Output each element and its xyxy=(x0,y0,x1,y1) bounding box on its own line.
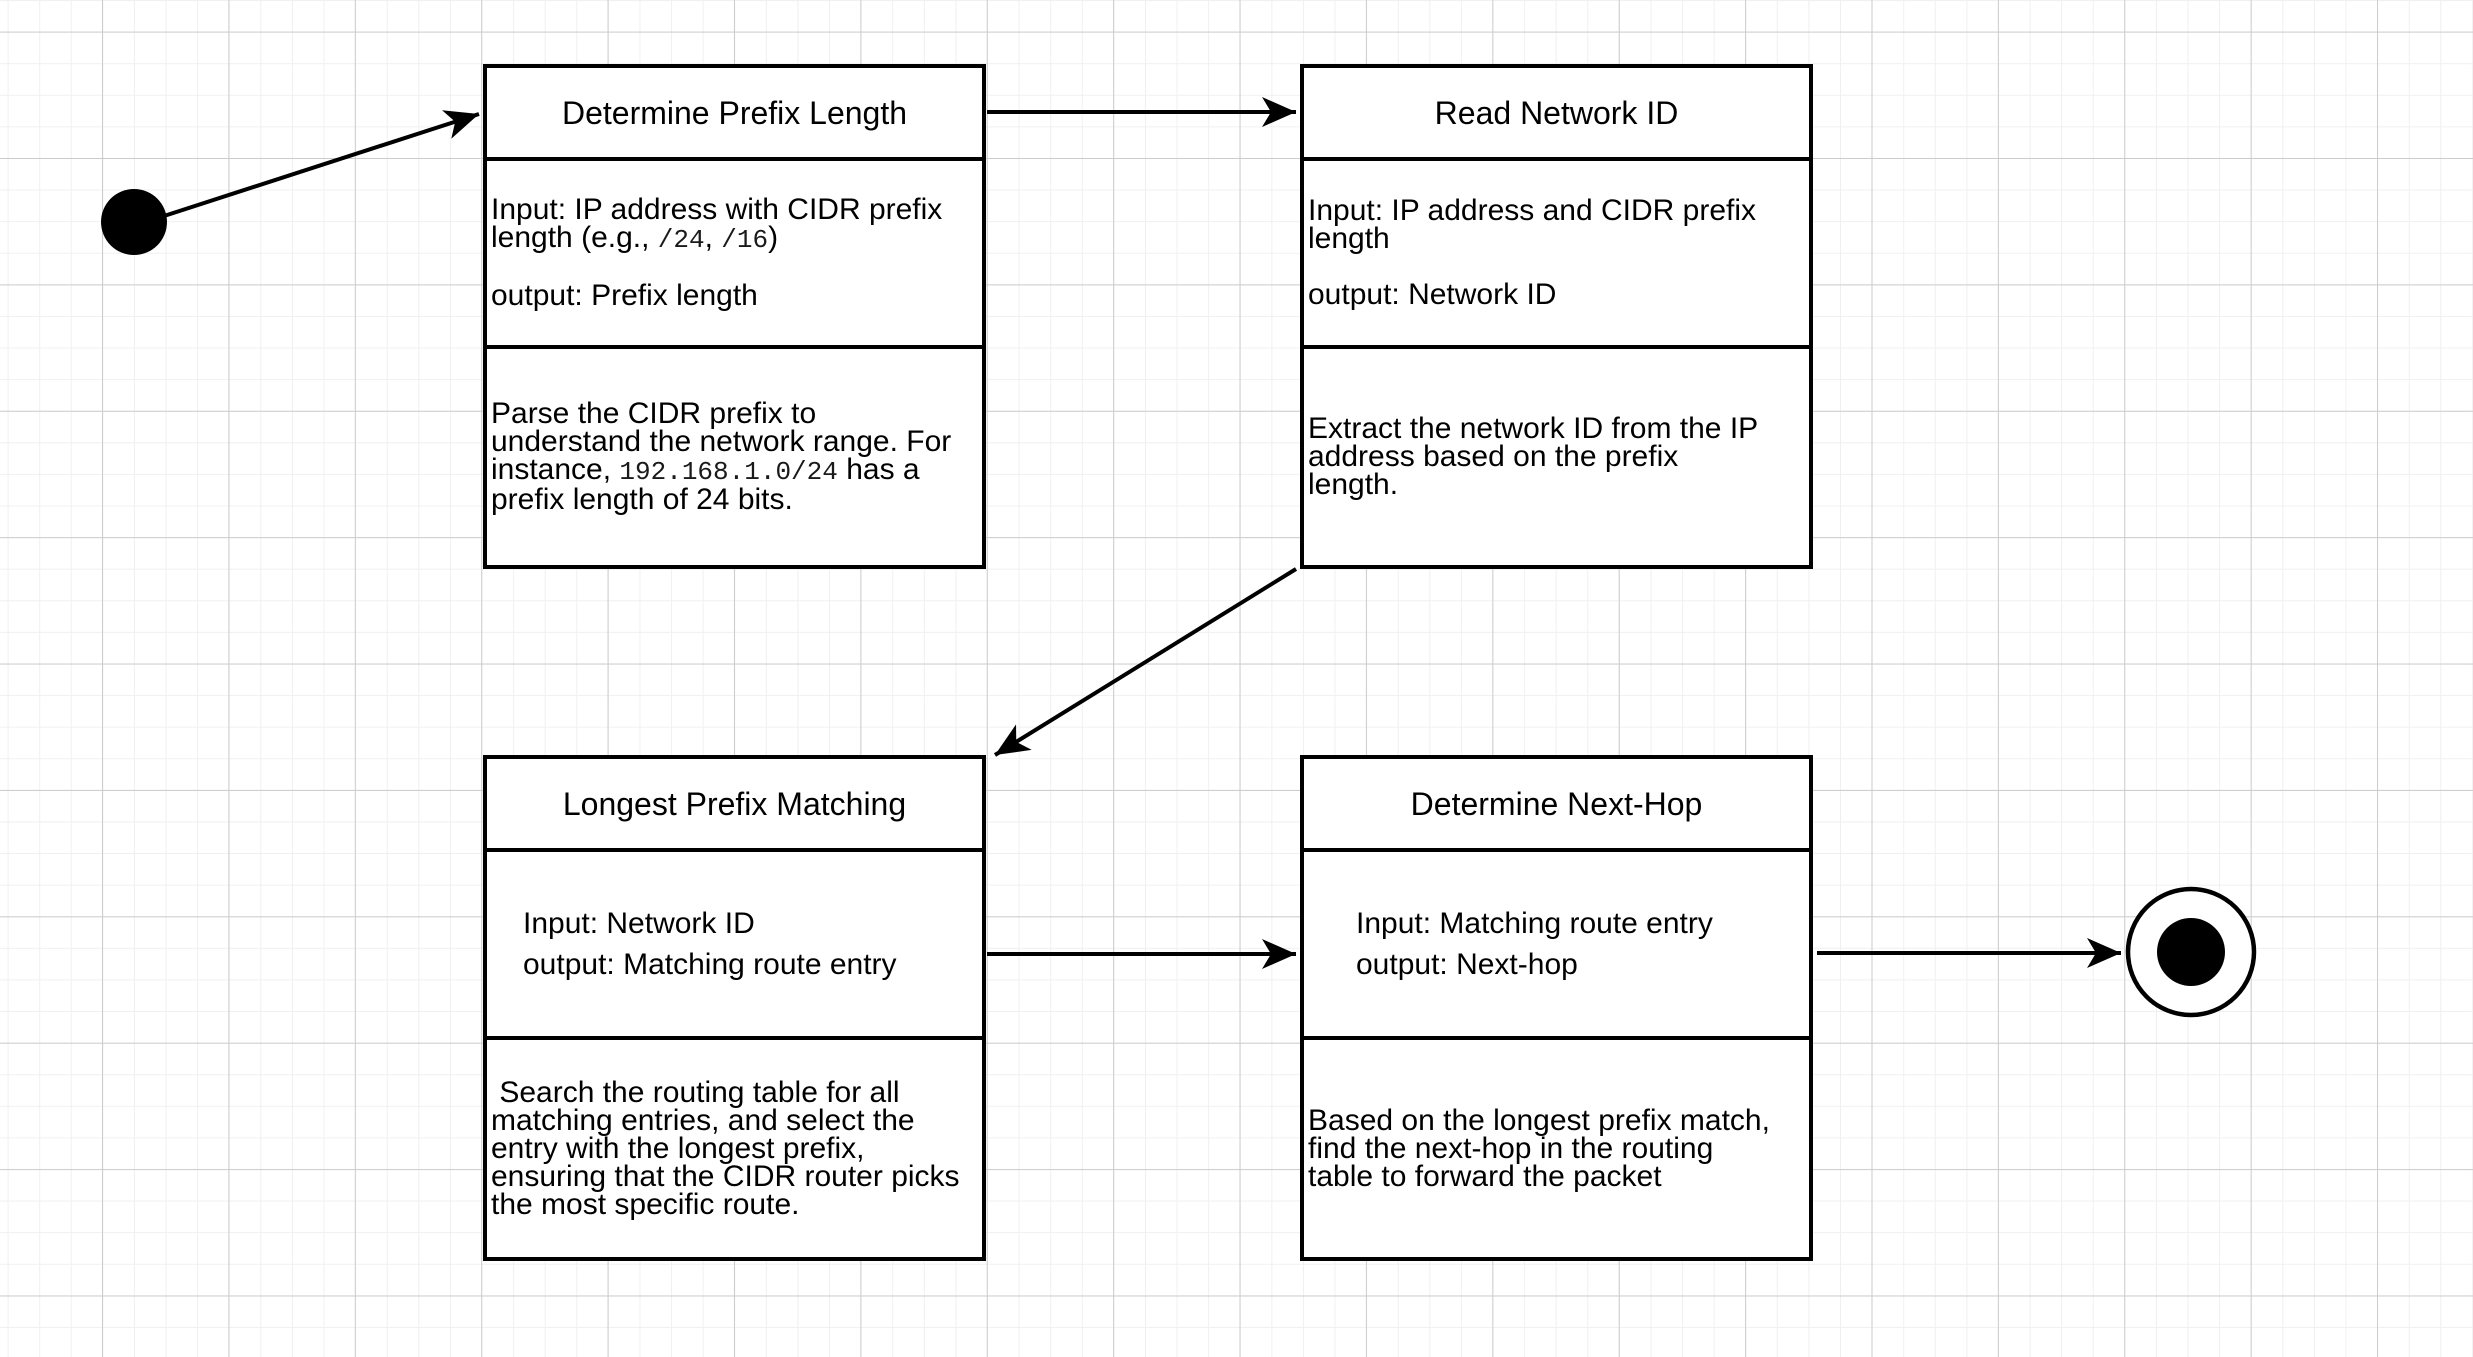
text-segment: length. xyxy=(1308,468,1399,501)
text-line: Input: IP address with CIDR prefix xyxy=(491,193,978,226)
node-description-section: Based on the longest prefix match,find t… xyxy=(1304,1040,1809,1257)
node-title: Longest Prefix Matching xyxy=(487,759,982,852)
text-paragraph: output: Prefix length xyxy=(491,279,978,312)
text-segment: Input: IP address with CIDR prefix xyxy=(491,193,943,226)
text-segment: output: Next-hop xyxy=(1356,947,1578,981)
mono-code-text: /16 xyxy=(721,225,769,255)
text-line: Input: Network ID xyxy=(523,906,978,940)
text-segment: the most specific route. xyxy=(491,1187,800,1221)
start-node[interactable] xyxy=(101,189,167,255)
text-segment: Input: Network ID xyxy=(523,906,755,940)
activity-node-determine-next-hop[interactable]: Determine Next-Hop Input: Matching route… xyxy=(1300,755,1813,1261)
text-line: entry with the longest prefix, xyxy=(491,1131,978,1165)
text-segment: instance, xyxy=(491,453,620,486)
mono-code-text: 192.168.1.0/24 xyxy=(619,457,838,487)
text-line: length xyxy=(1308,222,1805,255)
text-segment: prefix length of 24 bits. xyxy=(491,483,793,516)
text-segment: ) xyxy=(768,221,779,254)
text-segment: matching entries, and select the xyxy=(491,1103,915,1137)
activity-node-determine-prefix-length[interactable]: Determine Prefix Length Input: IP addres… xyxy=(483,64,986,569)
text-segment: Extract the network ID from the IP xyxy=(1308,412,1759,445)
text-paragraph: Based on the longest prefix match,find t… xyxy=(1308,1103,1805,1193)
text-segment: Search the routing table for all xyxy=(491,1075,900,1109)
activity-node-longest-prefix-matching[interactable]: Longest Prefix Matching Input: Network I… xyxy=(483,755,986,1261)
text-segment: address based on the prefix xyxy=(1308,440,1679,473)
text-segment: Based on the longest prefix match, xyxy=(1308,1103,1770,1137)
text-segment: understand the network range. For xyxy=(491,425,952,458)
text-segment: output: Network ID xyxy=(1308,278,1557,311)
node-title: Read Network ID xyxy=(1304,68,1809,161)
text-line: Input: Matching route entry xyxy=(1356,906,1805,940)
node-title: Determine Prefix Length xyxy=(487,68,982,161)
text-segment: length (e.g., xyxy=(491,221,658,254)
text-line: Based on the longest prefix match, xyxy=(1308,1103,1805,1137)
text-line: length (e.g., /24, /16) xyxy=(491,221,978,255)
node-io-section: Input: Matching route entry output: Next-… xyxy=(1304,852,1809,1040)
text-segment: Input: IP address and CIDR prefix xyxy=(1308,194,1757,227)
text-line: table to forward the packet xyxy=(1308,1159,1805,1193)
text-paragraph: output: Matching route entry xyxy=(523,947,978,981)
text-line: output: Next-hop xyxy=(1356,947,1805,981)
text-segment: , xyxy=(704,221,722,254)
text-line: address based on the prefix xyxy=(1308,440,1805,473)
text-segment: Input: Matching route entry xyxy=(1356,906,1713,940)
text-segment: entry with the longest prefix, xyxy=(491,1131,865,1165)
text-line: find the next-hop in the routing xyxy=(1308,1131,1805,1165)
mono-code-text: /24 xyxy=(657,225,705,255)
text-line: output: Network ID xyxy=(1308,278,1805,311)
text-line: prefix length of 24 bits. xyxy=(491,483,978,516)
text-paragraph: Input: Network ID xyxy=(523,906,978,940)
text-segment: output: Matching route entry xyxy=(523,947,897,981)
text-line: Parse the CIDR prefix to xyxy=(491,397,978,430)
text-segment: Parse the CIDR prefix to xyxy=(491,397,817,430)
text-line: matching entries, and select the xyxy=(491,1103,978,1137)
text-segment: output: Prefix length xyxy=(491,279,758,312)
text-line: length. xyxy=(1308,468,1805,501)
text-line: the most specific route. xyxy=(491,1187,978,1221)
text-line: Search the routing table for all xyxy=(491,1075,978,1109)
text-line: Extract the network ID from the IP xyxy=(1308,412,1805,445)
text-paragraph: output: Next-hop xyxy=(1356,947,1805,981)
text-segment: table to forward the packet xyxy=(1308,1159,1662,1193)
text-paragraph: output: Network ID xyxy=(1308,278,1805,311)
text-line: output: Prefix length xyxy=(491,279,978,312)
text-segment: find the next-hop in the routing xyxy=(1308,1131,1714,1165)
edge-read-network-id-to-longest-prefix-matching[interactable] xyxy=(993,567,1298,757)
text-line: instance, 192.168.1.0/24 has a xyxy=(491,453,978,487)
activity-node-read-network-id[interactable]: Read Network ID Input: IP address and CI… xyxy=(1300,64,1813,569)
text-segment: has a xyxy=(837,453,920,486)
text-segment: ensuring that the CIDR router picks xyxy=(491,1159,960,1193)
text-line: Input: IP address and CIDR prefix xyxy=(1308,194,1805,227)
node-title: Determine Next-Hop xyxy=(1304,759,1809,852)
edge-start-to-determine-prefix-length[interactable] xyxy=(163,110,480,218)
text-line: ensuring that the CIDR router picks xyxy=(491,1159,978,1193)
text-line: output: Matching route entry xyxy=(523,947,978,981)
end-node-inner-dot xyxy=(2157,918,2225,986)
text-segment: length xyxy=(1308,222,1390,255)
node-io-section: Input: Network ID output: Matching route … xyxy=(487,852,982,1040)
text-line: understand the network range. For xyxy=(491,425,978,458)
text-paragraph: Input: Matching route entry xyxy=(1356,906,1805,940)
